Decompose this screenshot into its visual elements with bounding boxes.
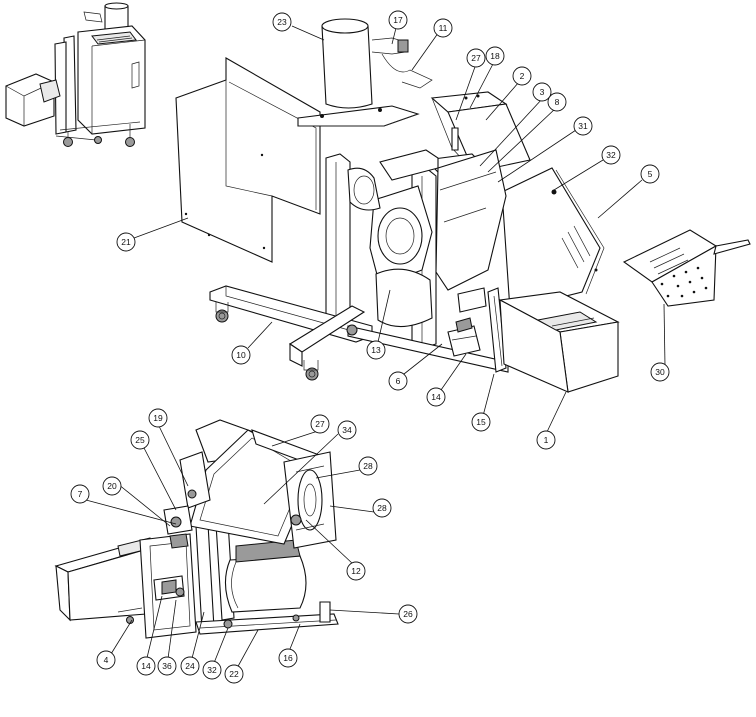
callout-4: 4	[96, 650, 116, 670]
callout-22: 22	[224, 664, 244, 684]
callout-28-upper: 28	[358, 456, 378, 476]
svg-text:10: 10	[236, 350, 246, 360]
svg-text:5: 5	[648, 169, 653, 179]
svg-text:31: 31	[578, 121, 588, 131]
svg-text:34: 34	[342, 425, 352, 435]
callout-15: 15	[471, 412, 491, 432]
svg-text:23: 23	[277, 17, 287, 27]
main-exploded-view	[175, 18, 751, 393]
svg-text:19: 19	[153, 413, 163, 423]
svg-text:14: 14	[431, 392, 441, 402]
callout-23: 23	[272, 12, 292, 32]
callout-16: 16	[278, 648, 298, 668]
callout-18: 18	[485, 46, 505, 66]
callout-30: 30	[650, 362, 670, 382]
svg-text:14: 14	[141, 661, 151, 671]
callout-32: 32	[601, 145, 621, 165]
callout-13: 13	[366, 340, 386, 360]
leader-lines	[85, 25, 666, 671]
svg-text:22: 22	[229, 669, 239, 679]
svg-text:2: 2	[520, 71, 525, 81]
svg-text:25: 25	[135, 435, 145, 445]
svg-text:8: 8	[555, 97, 560, 107]
svg-text:28: 28	[377, 503, 387, 513]
svg-text:17: 17	[393, 15, 403, 25]
svg-text:4: 4	[104, 655, 109, 665]
callout-27: 27	[466, 48, 486, 68]
svg-text:24: 24	[185, 661, 195, 671]
svg-text:21: 21	[121, 237, 131, 247]
svg-text:15: 15	[476, 417, 486, 427]
callout-28-lower: 28	[372, 498, 392, 518]
callout-24: 24	[180, 656, 200, 676]
callout-2: 2	[512, 66, 532, 86]
svg-text:26: 26	[403, 609, 413, 619]
callout-20: 20	[102, 476, 122, 496]
hopper-cylinder	[321, 25, 373, 109]
svg-text:11: 11	[439, 23, 448, 33]
callout-31: 31	[573, 116, 593, 136]
guard	[501, 167, 601, 311]
callout-balloons: 23 17 11 27 18 2 3 8 31 32 5 21 13 10 6 …	[70, 10, 670, 684]
callout-36: 36	[157, 656, 177, 676]
svg-text:30: 30	[655, 367, 665, 377]
svg-text:18: 18	[490, 51, 500, 61]
svg-text:27: 27	[471, 53, 481, 63]
callout-14-lower: 14	[136, 656, 156, 676]
callout-21: 21	[116, 232, 136, 252]
hopper-plate	[297, 105, 420, 127]
callout-3: 3	[532, 82, 552, 102]
svg-text:7: 7	[78, 489, 83, 499]
callout-8: 8	[547, 92, 567, 112]
callout-19: 19	[148, 408, 168, 428]
svg-text:32: 32	[207, 665, 217, 675]
callout-17: 17	[388, 10, 408, 30]
svg-text:32: 32	[606, 150, 616, 160]
callout-27-lower: 27	[310, 414, 330, 434]
callout-6: 6	[388, 371, 408, 391]
svg-text:28: 28	[363, 461, 373, 471]
assembled-machine-inset	[5, 2, 146, 147]
callout-14: 14	[426, 387, 446, 407]
svg-text:36: 36	[162, 661, 172, 671]
callout-11: 11	[433, 18, 453, 38]
svg-text:20: 20	[107, 481, 117, 491]
svg-text:16: 16	[283, 653, 293, 663]
svg-text:13: 13	[371, 345, 381, 355]
svg-text:1: 1	[544, 435, 549, 445]
callout-10: 10	[231, 345, 251, 365]
svg-text:12: 12	[351, 566, 361, 576]
svg-text:3: 3	[540, 87, 545, 97]
callout-7: 7	[70, 484, 90, 504]
callout-34: 34	[337, 420, 357, 440]
callout-5: 5	[640, 164, 660, 184]
lower-side-view	[54, 419, 339, 639]
svg-text:6: 6	[396, 376, 401, 386]
side-panel	[175, 57, 321, 263]
callout-1: 1	[536, 430, 556, 450]
callout-12: 12	[346, 561, 366, 581]
callout-25: 25	[130, 430, 150, 450]
svg-text:27: 27	[315, 419, 325, 429]
callout-26: 26	[398, 604, 418, 624]
callout-32-lower: 32	[202, 660, 222, 680]
